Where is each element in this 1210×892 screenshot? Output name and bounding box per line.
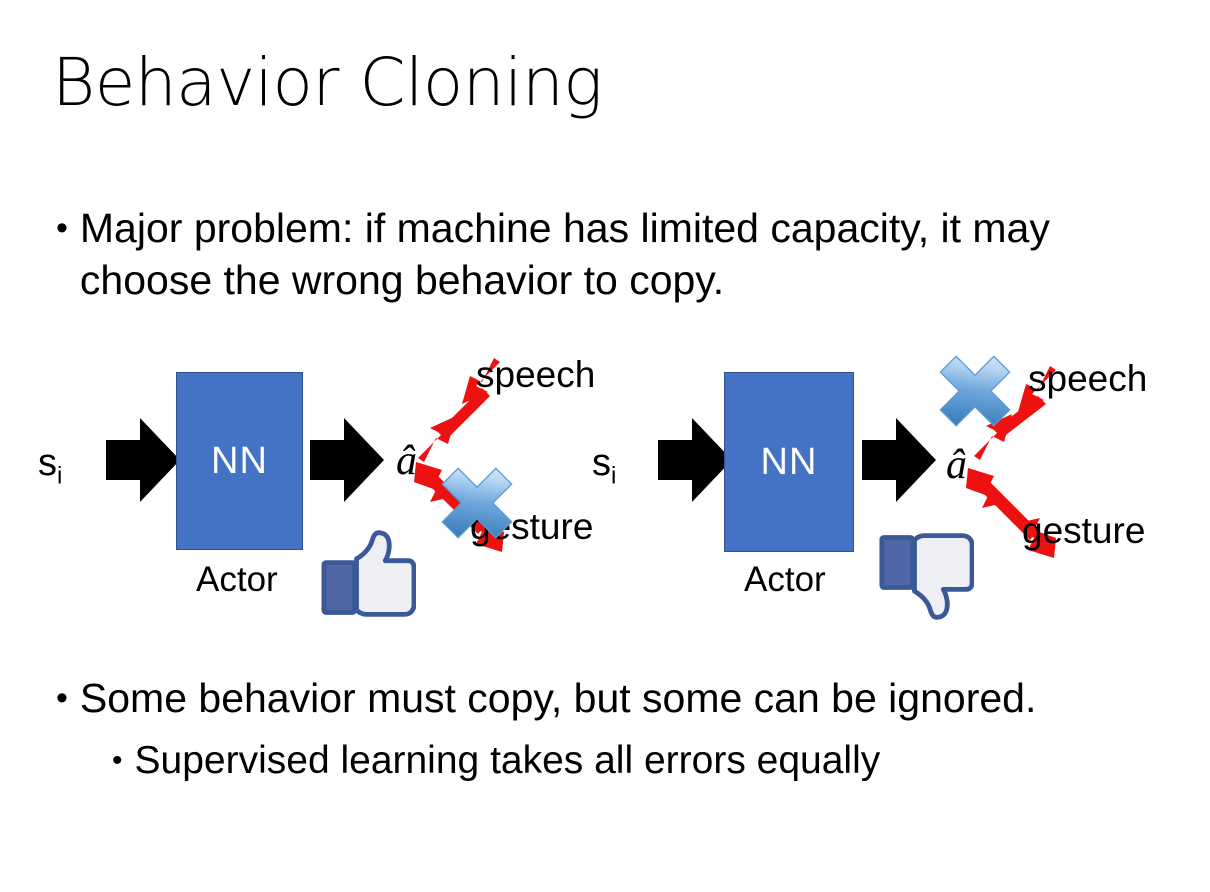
nn-box-label: NN: [211, 439, 268, 482]
bullet-major-problem: • Major problem: if machine has limited …: [56, 202, 1116, 306]
bullet-text: Some behavior must copy, but some can be…: [79, 675, 1037, 721]
bullet-marker-icon: •: [112, 744, 123, 777]
cross-out-icon-speech: [939, 355, 1011, 427]
bullet-marker-icon: •: [56, 209, 68, 247]
output-arrow-icon: [310, 418, 386, 502]
bullet-marker-icon: •: [56, 679, 68, 717]
input-arrow-icon: [658, 418, 734, 502]
red-double-arrow-speech: [974, 366, 1056, 460]
diagram-left-panel: si NN Actor âi spee: [10, 340, 610, 640]
red-double-arrow-speech: [418, 358, 500, 462]
page-title: Behavior Cloning: [52, 44, 603, 121]
state-label-si: si: [592, 442, 617, 490]
diagram-right-panel: si NN Actor âi speech: [580, 340, 1180, 640]
thumbs-down-icon: [879, 533, 974, 620]
input-arrow-icon: [106, 418, 182, 502]
output-label-speech: speech: [476, 354, 596, 395]
bullet-supervised-learning: • Supervised learning takes all errors e…: [112, 735, 1172, 787]
bullet-some-behavior: • Some behavior must copy, but some can …: [56, 672, 1166, 724]
actor-caption: Actor: [196, 560, 278, 599]
nn-box: NN: [176, 372, 303, 550]
red-double-arrow-gesture: [966, 468, 1056, 558]
nn-box: NN: [724, 372, 854, 552]
actor-caption: Actor: [744, 560, 826, 599]
nn-box-label: NN: [760, 440, 818, 483]
cross-out-icon-gesture: [441, 467, 513, 539]
bullet-text: Major problem: if machine has limited ca…: [79, 205, 1050, 303]
state-label-si: si: [38, 442, 63, 490]
thumbs-up-icon: [321, 530, 416, 617]
output-label-gesture: gesture: [1022, 510, 1146, 551]
output-arrow-icon: [862, 418, 938, 502]
bullet-text: Supervised learning takes all errors equ…: [134, 739, 881, 782]
output-label-speech: speech: [1028, 358, 1148, 399]
